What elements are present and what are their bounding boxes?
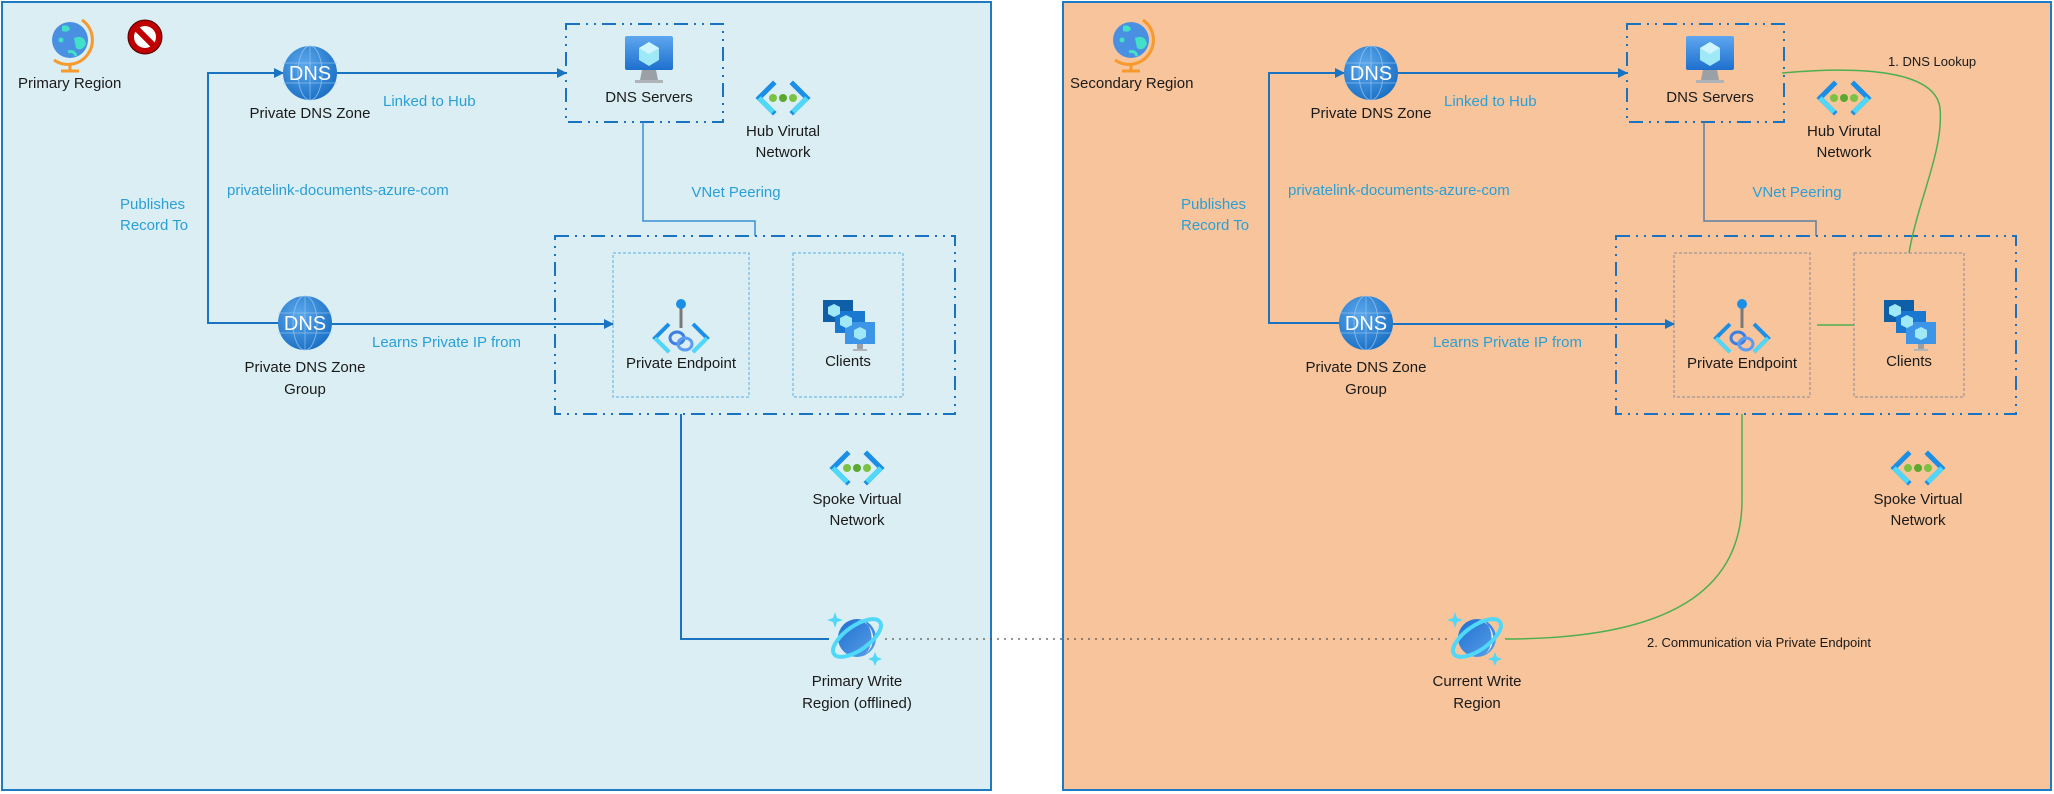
vnet-peering-label: VNet Peering [691, 184, 781, 201]
publishes-label: Publishes [1181, 196, 1247, 213]
dns-zone-group-icon-text: DNS [284, 313, 326, 335]
record-to-label: Record To [1181, 217, 1250, 234]
communication-label: 2. Communication via Private Endpoint [1647, 635, 1872, 650]
linked-to-hub-label: Linked to Hub [383, 93, 476, 110]
dns-zone-group-label: Private DNS Zone [1305, 359, 1427, 376]
spoke-vnet-icon [833, 454, 881, 482]
private-endpoint-subnet [1673, 252, 1811, 398]
spoke-vnet-label-2: Network [1890, 512, 1946, 529]
region-label: Primary Region [18, 75, 122, 92]
hub-vnet-label: Hub Virutal [746, 123, 820, 140]
dns-lookup-flow [1781, 69, 1942, 254]
cosmos-db-icon [825, 610, 889, 668]
cosmos-db-icon [1445, 610, 1509, 668]
primary-region-panel [1, 1, 992, 791]
globe-icon [1111, 18, 1155, 73]
hub-vnet-label-2: Network [1816, 144, 1872, 161]
primary-diagram: DNS DNS [50, 18, 956, 668]
write-region-label: Current Write [1432, 673, 1522, 690]
clients-subnet [792, 252, 904, 398]
clients-label: Clients [825, 353, 871, 370]
publish-connector [1268, 68, 1345, 324]
hub-vnet-label: Hub Virutal [1807, 123, 1881, 140]
dns-zone-label: Private DNS Zone [249, 105, 371, 122]
dns-zone-group-label-2: Group [284, 381, 326, 398]
spoke-vnet-label-2: Network [829, 512, 885, 529]
no-entry-icon [127, 19, 163, 55]
spoke-vnet-boundary [1615, 235, 2017, 415]
dns-servers-label: DNS Servers [605, 89, 693, 106]
private-endpoint-subnet [612, 252, 750, 398]
private-endpoint-icon [1714, 297, 1770, 354]
dns-zone-group-label-2: Group [1345, 381, 1387, 398]
hub-vnet-label-2: Network [755, 144, 811, 161]
dns-zone-group-label: Private DNS Zone [244, 359, 366, 376]
dns-server-icon [625, 36, 673, 83]
vnet-peering-connector [1703, 122, 1817, 236]
secondary-region-panel [1062, 1, 2052, 791]
region-label: Secondary Region [1070, 75, 1194, 92]
pe-to-write-region-connector [680, 414, 829, 640]
record-to-label: Record To [120, 217, 189, 234]
dns-server-icon [1686, 36, 1734, 83]
globe-icon [50, 18, 94, 73]
communication-flow [1504, 414, 1743, 640]
hub-vnet-icon [759, 84, 807, 112]
secondary-diagram: DNS DNS [1111, 18, 2017, 668]
dns-zone-group-icon-text: DNS [1345, 313, 1387, 335]
publish-connector [207, 68, 284, 324]
spoke-vnet-label: Spoke Virtual [812, 491, 902, 508]
dns-zone-icon-text: DNS [289, 63, 331, 85]
zone-name-label: privatelink-documents-azure-com [1288, 182, 1510, 199]
spoke-vnet-icon [1894, 454, 1942, 482]
write-region-label-2: Region (offlined) [802, 695, 912, 712]
zone-name-label: privatelink-documents-azure-com [227, 182, 449, 199]
clients-label: Clients [1886, 353, 1932, 370]
private-endpoint-label: Private Endpoint [1686, 355, 1798, 372]
spoke-vnet-boundary [554, 235, 956, 415]
learns-ip-label: Learns Private IP from [372, 334, 521, 351]
dns-servers-label: DNS Servers [1666, 89, 1754, 106]
hub-vnet-icon [1820, 84, 1868, 112]
vnet-peering-label: VNet Peering [1752, 184, 1842, 201]
clients-icon [1884, 300, 1936, 351]
dns-zone-label: Private DNS Zone [1310, 105, 1432, 122]
write-region-label: Primary Write [811, 673, 903, 690]
learns-ip-label: Learns Private IP from [1433, 334, 1582, 351]
hub-vnet-boundary [565, 23, 724, 123]
publishes-label: Publishes [120, 196, 186, 213]
hub-vnet-boundary [1626, 23, 1785, 123]
private-endpoint-label: Private Endpoint [625, 355, 737, 372]
write-region-label-2: Region [1453, 695, 1501, 712]
spoke-vnet-label: Spoke Virtual [1873, 491, 1963, 508]
dns-zone-icon-text: DNS [1350, 63, 1392, 85]
private-endpoint-icon [653, 297, 709, 354]
dns-lookup-label: 1. DNS Lookup [1888, 54, 1977, 69]
linked-to-hub-label: Linked to Hub [1444, 93, 1537, 110]
vnet-peering-connector [642, 122, 756, 236]
clients-icon [823, 300, 875, 351]
